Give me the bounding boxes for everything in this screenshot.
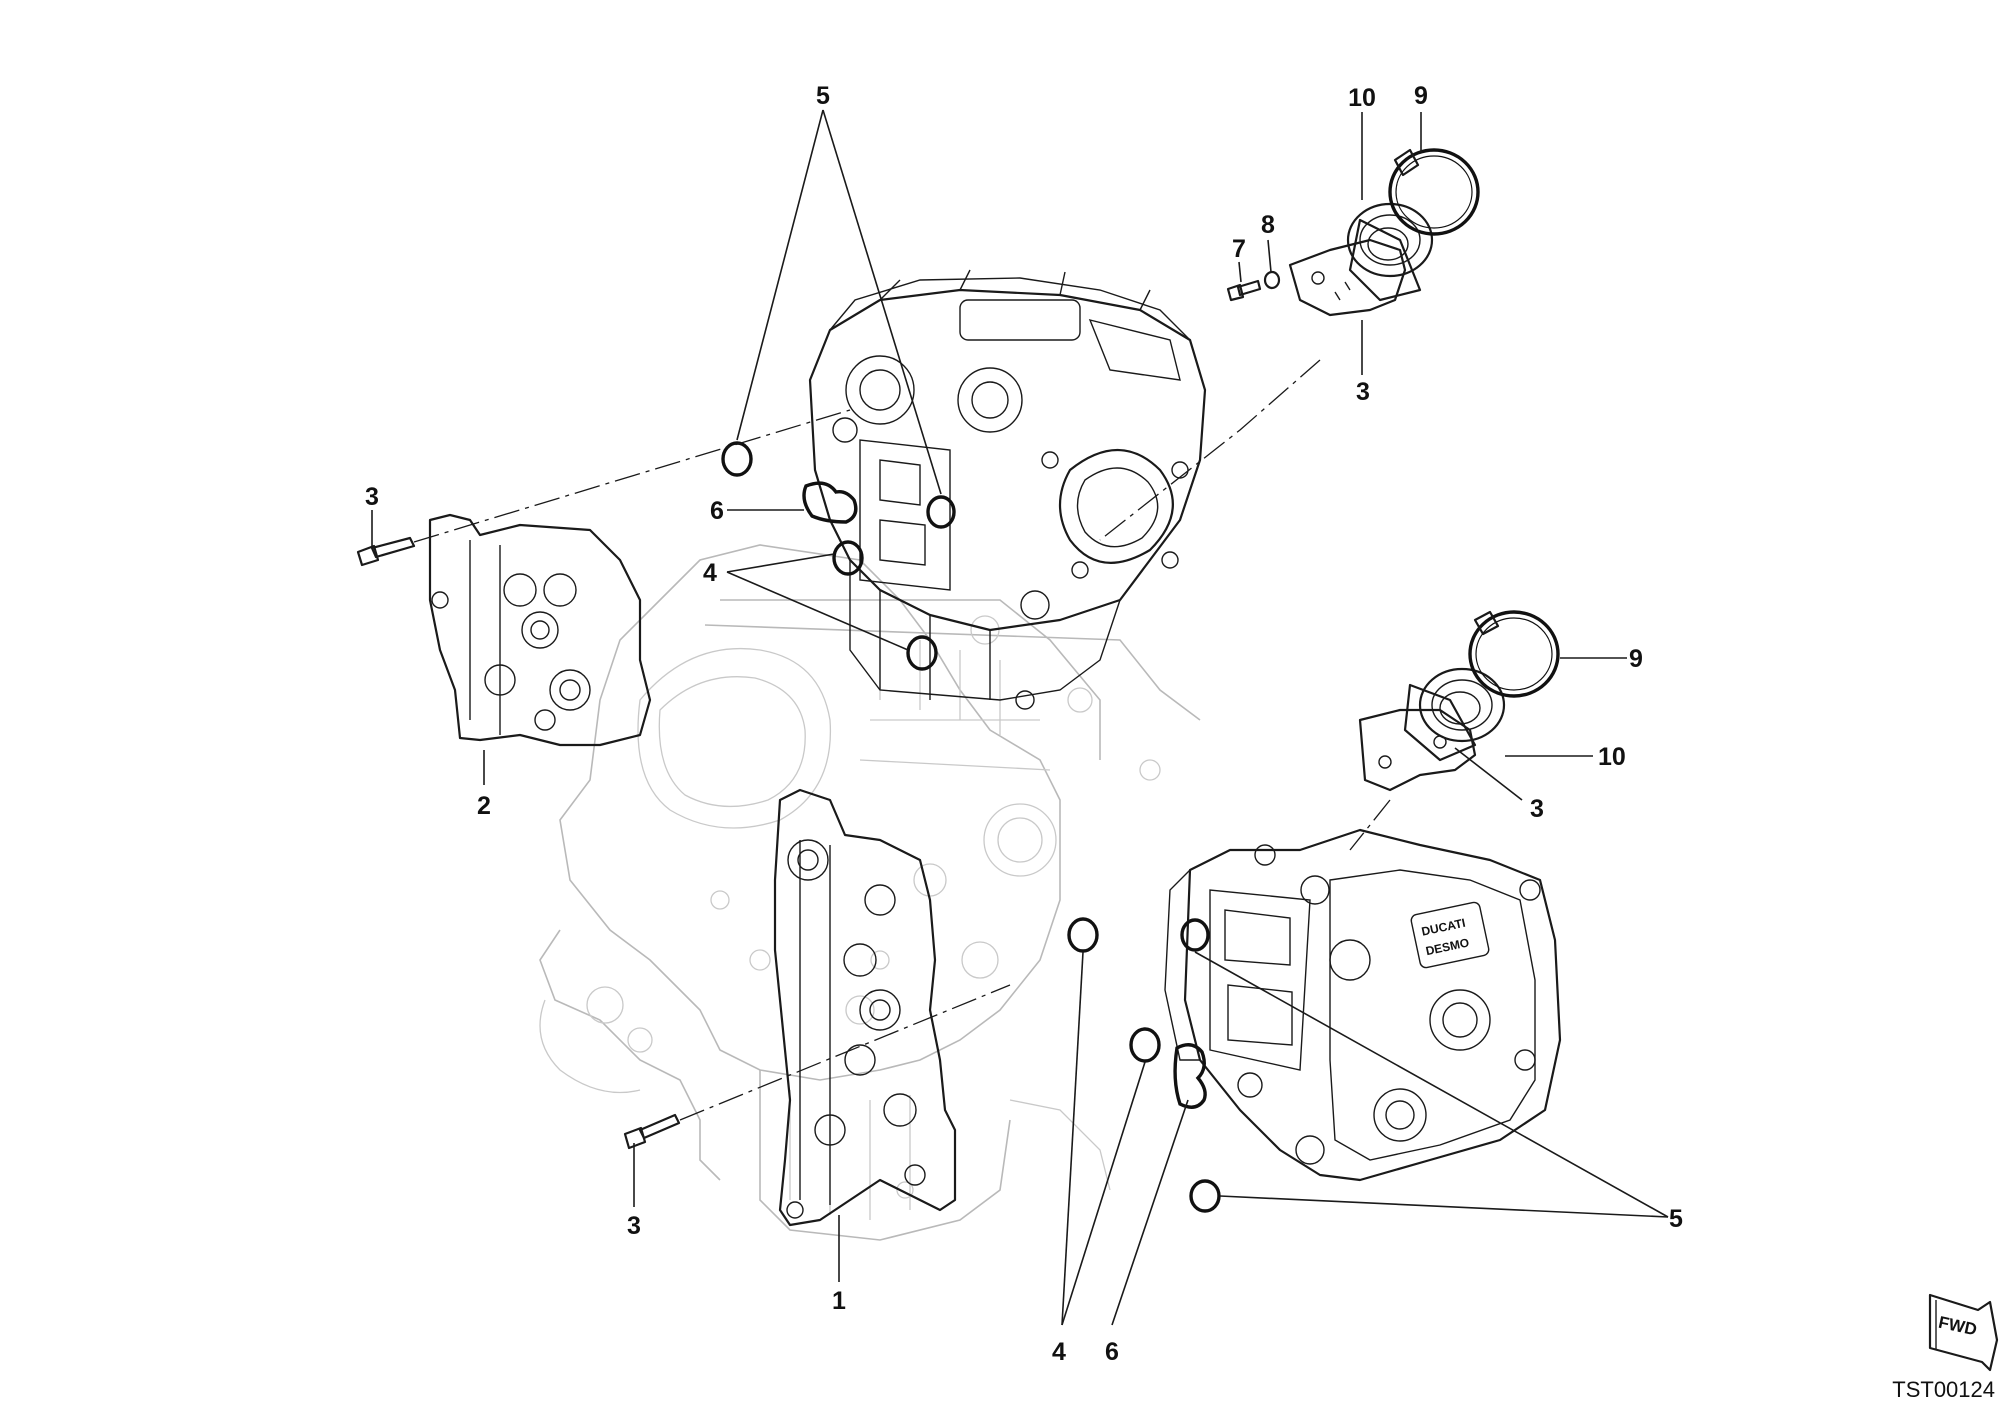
bolt-3-upper-left: [356, 536, 416, 567]
o-ring-5-top: [721, 441, 753, 477]
part-2-belt-cover: [428, 513, 652, 747]
bolt-3-lower-left: [623, 1113, 681, 1150]
callout-labels: 5 6 4 3 2 10 9 8 7 3 9 10 3 3 1 4 6 5: [365, 82, 1683, 1366]
o-ring-5-low-b: [1189, 1179, 1221, 1213]
callout-4-bottom: 4: [1052, 1338, 1066, 1366]
callout-9-right: 9: [1629, 645, 1643, 673]
callout-7: 7: [1232, 235, 1246, 263]
fwd-label: FWD: [1937, 1313, 1979, 1340]
o-ring-5-low-a: [1180, 918, 1210, 952]
o-ring-4-top-b: [906, 635, 938, 671]
callout-5-right: 5: [1669, 1205, 1683, 1233]
clamp-9-top: [1388, 148, 1480, 236]
gasket-6-low: [1173, 1043, 1207, 1109]
callout-9-top: 9: [1414, 82, 1428, 110]
horizontal-cylinder-head: DUCATI DESMO: [1164, 828, 1562, 1182]
alignment-lines: [413, 359, 1391, 1121]
callout-2: 2: [477, 792, 491, 820]
o-ring-4-low-a: [1067, 917, 1099, 953]
drawing-code: TST00124: [1892, 1377, 1995, 1402]
intake-manifold-10-right: [1358, 667, 1506, 792]
callout-3-top: 3: [1356, 378, 1370, 406]
callout-6-left: 6: [710, 497, 724, 525]
callout-10-top: 10: [1348, 84, 1376, 112]
callout-6-bottom: 6: [1105, 1338, 1119, 1366]
engine-block-ghost: [539, 544, 1201, 1241]
o-ring-4-top-a: [832, 540, 864, 576]
callout-4-left: 4: [703, 559, 717, 587]
fwd-direction-badge: FWD: [1928, 1293, 1999, 1372]
callout-3-bottom: 3: [627, 1212, 641, 1240]
o-ring-4-low-b: [1129, 1027, 1161, 1063]
clamp-9-right: [1468, 610, 1560, 698]
o-rings: [721, 441, 1221, 1213]
washer-8: [1263, 270, 1281, 290]
gaskets-6: [802, 481, 1207, 1109]
part-1-belt-cover: [773, 788, 957, 1227]
gasket-6-top: [802, 481, 858, 524]
bolt-7: [1226, 279, 1262, 302]
ducati-emblem-line1: DUCATI: [1420, 916, 1466, 939]
ducati-emblem-line2: DESMO: [1424, 935, 1470, 958]
callout-3-right: 3: [1530, 795, 1544, 823]
callout-3-left: 3: [365, 483, 379, 511]
callout-5-top: 5: [816, 82, 830, 110]
vertical-cylinder-head: [808, 269, 1207, 710]
callout-10-right: 10: [1598, 743, 1626, 771]
intake-manifold-10-top: [1288, 202, 1434, 317]
callout-1: 1: [832, 1287, 846, 1315]
o-ring-5-top-b: [926, 495, 956, 529]
callout-8: 8: [1261, 211, 1275, 239]
leader-lines: [371, 109, 1669, 1326]
